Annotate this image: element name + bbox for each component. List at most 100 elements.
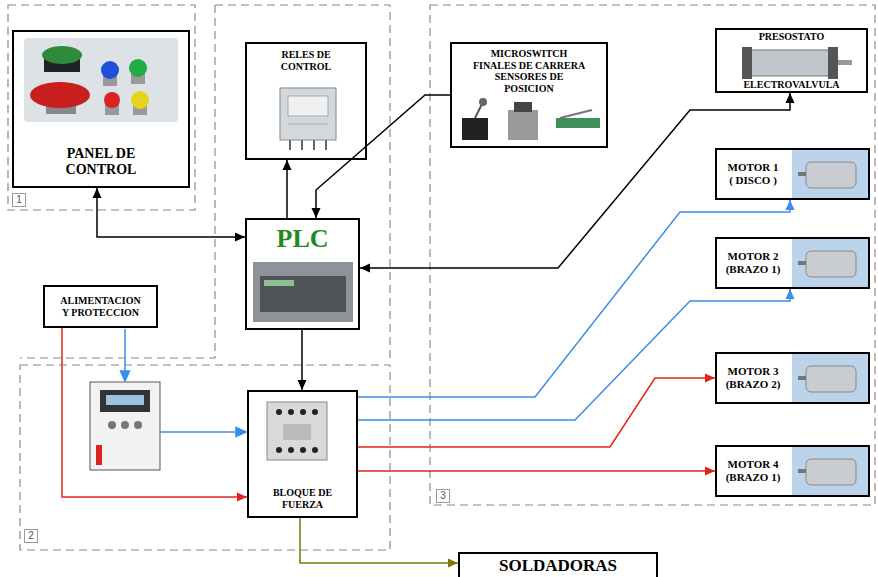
connector	[283, 160, 292, 218]
arrow-head	[235, 233, 245, 242]
box-label: PLC	[277, 224, 329, 254]
box-label: ALIMENTACION Y PROTECCION	[58, 295, 144, 318]
control-panel-picture	[30, 82, 90, 108]
connector-line	[316, 95, 450, 218]
drive-picture	[90, 382, 160, 470]
motor-picture	[806, 251, 856, 277]
connector	[300, 518, 458, 568]
relay-picture	[325, 140, 327, 150]
box-label: SOLDADORAS	[499, 556, 617, 576]
pressure-switch-picture	[742, 47, 852, 79]
connector-line	[97, 188, 245, 237]
motor-picture	[798, 261, 806, 265]
connector	[358, 289, 795, 420]
microswitch-picture	[462, 98, 600, 140]
microswitch-picture	[514, 102, 532, 112]
drive-picture	[96, 445, 102, 465]
motor-picture	[806, 366, 856, 392]
contactor-picture	[300, 447, 306, 453]
plc-picture	[253, 262, 353, 322]
relay-picture	[280, 88, 336, 140]
arrow-head	[786, 93, 795, 103]
control-panel-picture	[129, 59, 147, 77]
connector	[358, 467, 715, 476]
drive-picture	[108, 421, 116, 429]
motor-picture	[806, 162, 856, 188]
relay-picture	[280, 88, 336, 150]
connector-line	[358, 378, 715, 447]
microswitch-picture	[560, 110, 592, 118]
box-label: ELECTROVALVULA	[743, 79, 839, 91]
pressure-switch-picture	[838, 60, 852, 65]
power-block-box: BLOQUE DE FUERZA	[247, 390, 358, 518]
pressure-switch-picture	[828, 47, 838, 79]
microswitch-picture	[508, 110, 538, 140]
arrow-head	[360, 264, 370, 273]
box-label: BLOQUE DE FUERZA	[268, 487, 338, 510]
motor-box: MOTOR 4 (BRAZO 1)	[715, 445, 870, 497]
contactor-picture	[288, 409, 294, 415]
arrow-head	[448, 559, 458, 568]
microswitch-picture	[475, 104, 482, 118]
region-outline	[8, 5, 875, 550]
box-label: MICROSWITCH FINALES DE CARRERA SENSORES …	[471, 48, 588, 94]
contactor-picture	[312, 447, 318, 453]
connector	[93, 188, 246, 242]
motor-picture	[792, 150, 868, 495]
motor-picture	[792, 354, 868, 402]
box-label: MOTOR 1 ( DISCO )	[725, 161, 781, 186]
region-number: 3	[436, 489, 450, 503]
relay-picture	[301, 140, 303, 150]
region-outline	[430, 5, 875, 505]
control-panel-picture	[24, 38, 178, 122]
motor-box: MOTOR 1 ( DISCO )	[715, 148, 870, 200]
drive-wire	[121, 329, 247, 437]
region-number: 2	[24, 529, 38, 543]
relay-picture	[288, 96, 328, 116]
contactor-picture	[276, 409, 282, 415]
microswitch-picture	[479, 98, 487, 106]
region-outline	[20, 5, 390, 360]
connector	[360, 93, 795, 273]
contactor-picture	[276, 447, 282, 453]
box-label: MOTOR 4 (BRAZO 1)	[725, 458, 781, 483]
drive-picture	[90, 382, 160, 470]
relay-picture	[288, 124, 328, 125]
motor-picture	[792, 447, 868, 495]
control-panel-picture	[101, 61, 119, 79]
motor-picture	[798, 376, 806, 380]
control-panel-picture	[131, 91, 149, 109]
contactor-picture	[288, 447, 294, 453]
contactor-picture	[300, 409, 306, 415]
box-label: MOTOR 3 (BRAZO 2)	[725, 365, 781, 390]
control-panel-picture	[42, 46, 82, 64]
sensor-box: MICROSWITCH FINALES DE CARRERA SENSORES …	[450, 42, 608, 148]
motor-picture	[806, 459, 856, 485]
plc-picture	[264, 280, 294, 286]
contactor-picture	[267, 402, 327, 460]
connector	[312, 95, 451, 218]
relay-picture	[289, 140, 291, 150]
plc-picture	[253, 262, 353, 322]
drive-picture	[106, 395, 144, 405]
motor-box: MOTOR 2 (BRAZO 1)	[715, 237, 870, 289]
connector	[358, 374, 715, 448]
drive-wire	[236, 428, 246, 437]
arrow-head	[93, 188, 102, 198]
arrow-head	[283, 160, 292, 170]
relay-box: RELES DE CONTROL	[245, 42, 367, 160]
control-panel-picture	[104, 92, 120, 108]
control-panel-box: PANEL DE CONTROL	[12, 30, 190, 188]
connector-line	[358, 200, 790, 397]
drive-wire	[121, 371, 130, 381]
drive-wire	[124, 329, 126, 372]
connector	[358, 200, 795, 397]
connector	[298, 330, 307, 390]
plc-picture	[260, 276, 346, 312]
pressure-switch-picture	[742, 47, 752, 79]
control-panel-picture	[24, 38, 178, 122]
arrow-head	[786, 289, 795, 299]
connector-line	[360, 93, 790, 268]
pressure-switch-picture	[748, 50, 832, 76]
